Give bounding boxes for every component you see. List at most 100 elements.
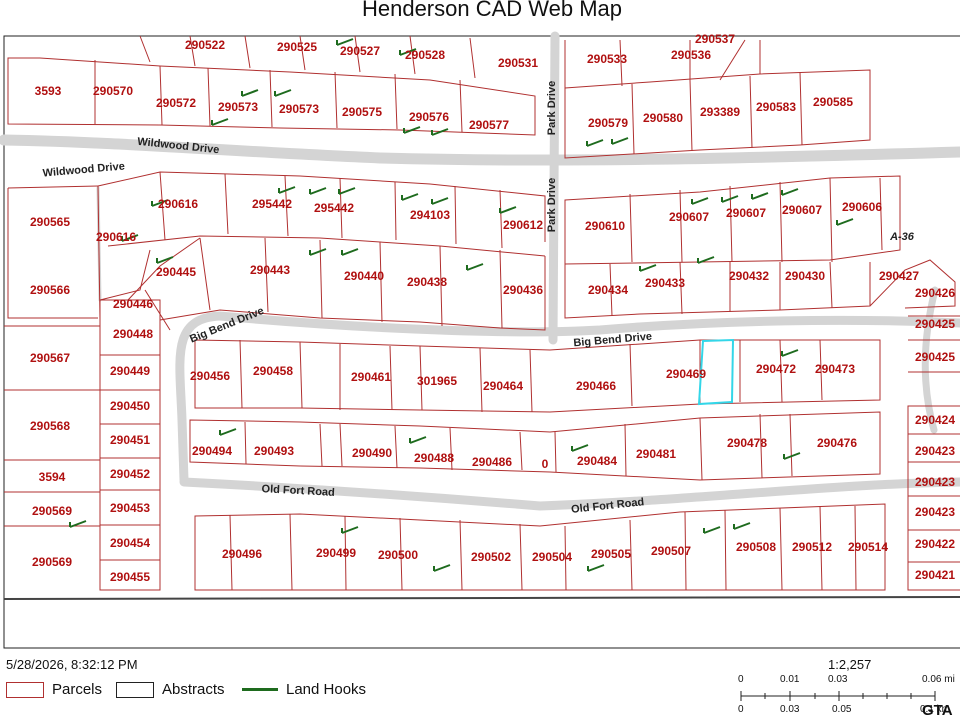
parcel-label: 290528 (405, 48, 445, 62)
parcel-label: 290484 (577, 454, 617, 468)
parcel-label: 290449 (110, 364, 150, 378)
parcel-label: 290453 (110, 501, 150, 515)
parcel-label: 290425 (915, 317, 955, 331)
land-hook (121, 234, 139, 242)
parcel-label: 290488 (414, 451, 454, 465)
scale-top-2: 0.03 (828, 674, 848, 685)
parcel-label: 290607 (669, 210, 709, 224)
parcel-label: 290616 (158, 197, 198, 211)
land-hook (309, 248, 327, 256)
parcel-label: 290568 (30, 419, 70, 433)
parcel-label: 290612 (503, 218, 543, 232)
parcel-label: 290508 (736, 540, 776, 554)
land-hook (69, 520, 87, 528)
map-frame (3, 35, 960, 649)
land-hook (691, 197, 709, 205)
land-hook (697, 256, 715, 264)
parcel-label: 0 (542, 457, 549, 471)
parcel-label: 290430 (785, 269, 825, 283)
parcel-label: 3593 (35, 84, 62, 98)
parcel-label: 290575 (342, 105, 382, 119)
parcel-label: 290422 (915, 537, 955, 551)
parcel-label: 290583 (756, 100, 796, 114)
scale-bottom-0: 0 (738, 704, 744, 715)
abstract-label: A-36 (889, 231, 915, 243)
scale-top-0: 0 (738, 674, 744, 685)
parcel-label: 290499 (316, 546, 356, 560)
street-label: Park Drive (546, 81, 558, 135)
parcel-label: 301965 (417, 374, 457, 388)
land-hooks-layer (69, 38, 854, 572)
land-hook (733, 522, 751, 530)
abstracts-swatch (116, 681, 154, 698)
parcel-label: 290432 (729, 269, 769, 283)
parcel-label: 290446 (113, 297, 153, 311)
parcel-label: 290505 (591, 547, 631, 561)
parcel-label: 290616 (96, 230, 136, 244)
land-hook (611, 137, 629, 145)
parcel-label: 290434 (588, 283, 628, 297)
parcel-label: 290476 (817, 436, 857, 450)
parcel-label: 290493 (254, 444, 294, 458)
parcel-label: 290570 (93, 84, 133, 98)
parcel-label: 290607 (782, 203, 822, 217)
parcels-swatch (6, 681, 44, 698)
parcel-label: 295442 (252, 197, 292, 211)
parcel-label: 290481 (636, 447, 676, 461)
parcel-label: 290438 (407, 275, 447, 289)
land-hook (586, 139, 604, 147)
parcel-label: 290458 (253, 364, 293, 378)
road-big-bend-drive (175, 311, 960, 485)
land-hook (836, 218, 854, 226)
parcel-label: 290606 (842, 200, 882, 214)
parcel-label: 290496 (222, 547, 262, 561)
parcel-label: 290567 (30, 351, 70, 365)
parcel-label: 290494 (192, 444, 232, 458)
land-hook (341, 526, 359, 534)
parcel-layer (4, 35, 960, 591)
land-hook (751, 192, 769, 200)
parcel-label: 290450 (110, 399, 150, 413)
land-hook (399, 48, 417, 56)
road-park-drive (548, 31, 560, 345)
land-hook (783, 452, 801, 460)
parcel-label: 290478 (727, 436, 767, 450)
land-hook (403, 126, 421, 134)
parcel-label: 3594 (39, 470, 66, 484)
parcel-label: 290585 (813, 95, 853, 109)
parcel-label: 290536 (671, 48, 711, 62)
parcel-label: 290580 (643, 111, 683, 125)
parcel-label: 290569 (32, 504, 72, 518)
parcel-label: 290569 (32, 555, 72, 569)
land-hook (571, 444, 589, 452)
road-wildwood-drive (0, 134, 960, 166)
parcel-label: 290610 (585, 219, 625, 233)
street-label: Old Fort Road (261, 483, 335, 499)
parcel-label: 290502 (471, 550, 511, 564)
land-hook (781, 188, 799, 196)
scale-bar (740, 691, 936, 701)
scale-top-1: 0.01 (780, 674, 800, 685)
parcel-label: 290504 (532, 550, 572, 564)
land-hook (241, 89, 259, 97)
land-hook (431, 128, 449, 136)
parcel-label: 290466 (576, 379, 616, 393)
scale-bottom-1: 0.03 (780, 704, 800, 715)
parcel-label: 290451 (110, 433, 150, 447)
legend-abstracts: Abstracts (116, 681, 225, 698)
map-title: Henderson CAD Web Map (361, 0, 623, 21)
parcel-label: 290423 (915, 475, 955, 489)
parcel-label: 290445 (156, 265, 196, 279)
parcel-label: 290433 (645, 276, 685, 290)
parcel-label: 290461 (351, 370, 391, 384)
parcel-label: 290573 (279, 102, 319, 116)
land-hook (338, 187, 356, 195)
map-bottom-line (3, 596, 960, 600)
scale-ratio: 1:2,257 (828, 657, 872, 672)
parcel-label: 290576 (409, 110, 449, 124)
parcel-label: 290566 (30, 283, 70, 297)
selected-parcel-290469[interactable] (697, 338, 735, 406)
land-hook (278, 186, 296, 194)
